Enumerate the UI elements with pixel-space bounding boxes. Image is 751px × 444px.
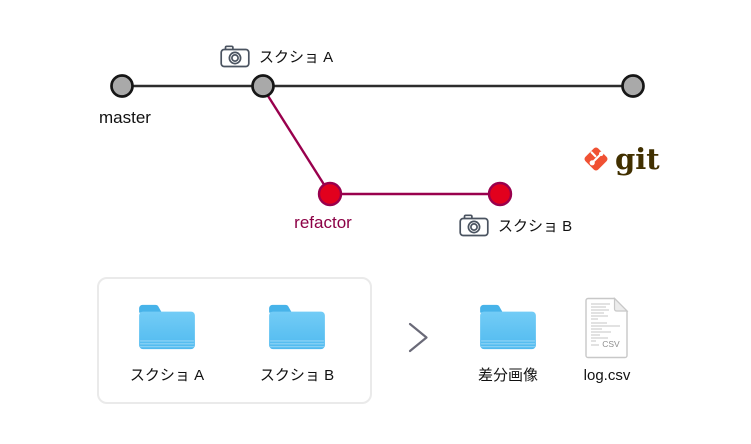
folder-label: 差分画像 xyxy=(477,367,538,384)
folder-item-screenshot-a: スクショ A xyxy=(127,302,207,385)
commit-node-master-2 xyxy=(621,74,645,98)
chevron-right-icon xyxy=(408,322,428,353)
folder-item-diff-images: 差分画像 xyxy=(468,302,548,385)
refactor-branch-diagonal-line xyxy=(261,87,332,195)
commit-node-master-branch-point xyxy=(251,74,275,98)
csv-badge-text: CSV xyxy=(602,339,620,349)
folder-icon xyxy=(269,304,325,350)
master-branch-label: master xyxy=(99,108,151,127)
git-logo-text: git xyxy=(615,142,660,176)
git-logo-icon xyxy=(584,147,608,171)
git-logo: git xyxy=(580,142,660,176)
screenshot-a-label: スクショ A xyxy=(259,49,334,66)
screenshot-b-label: スクショ B xyxy=(498,218,573,235)
folder-label: スクショ A xyxy=(129,367,205,384)
file-label: log.csv xyxy=(583,367,631,384)
file-item-log-csv: CSV log.csv xyxy=(571,297,643,384)
folder-label: スクショ B xyxy=(259,367,335,384)
commit-node-master-1 xyxy=(110,74,134,98)
camera-icon xyxy=(220,45,250,68)
folder-icon xyxy=(480,304,536,350)
folder-icon xyxy=(139,304,195,350)
folder-item-screenshot-b: スクショ B xyxy=(257,302,337,385)
commit-node-refactor-2 xyxy=(487,181,513,207)
screenshot-a-annotation: スクショ A xyxy=(220,45,333,68)
csv-file-icon: CSV xyxy=(585,297,629,359)
refactor-branch-label: refactor xyxy=(294,213,352,232)
git-branch-graph xyxy=(110,74,645,207)
camera-icon xyxy=(459,214,489,237)
commit-node-refactor-1 xyxy=(317,181,343,207)
screenshot-b-annotation: スクショ B xyxy=(459,214,572,237)
